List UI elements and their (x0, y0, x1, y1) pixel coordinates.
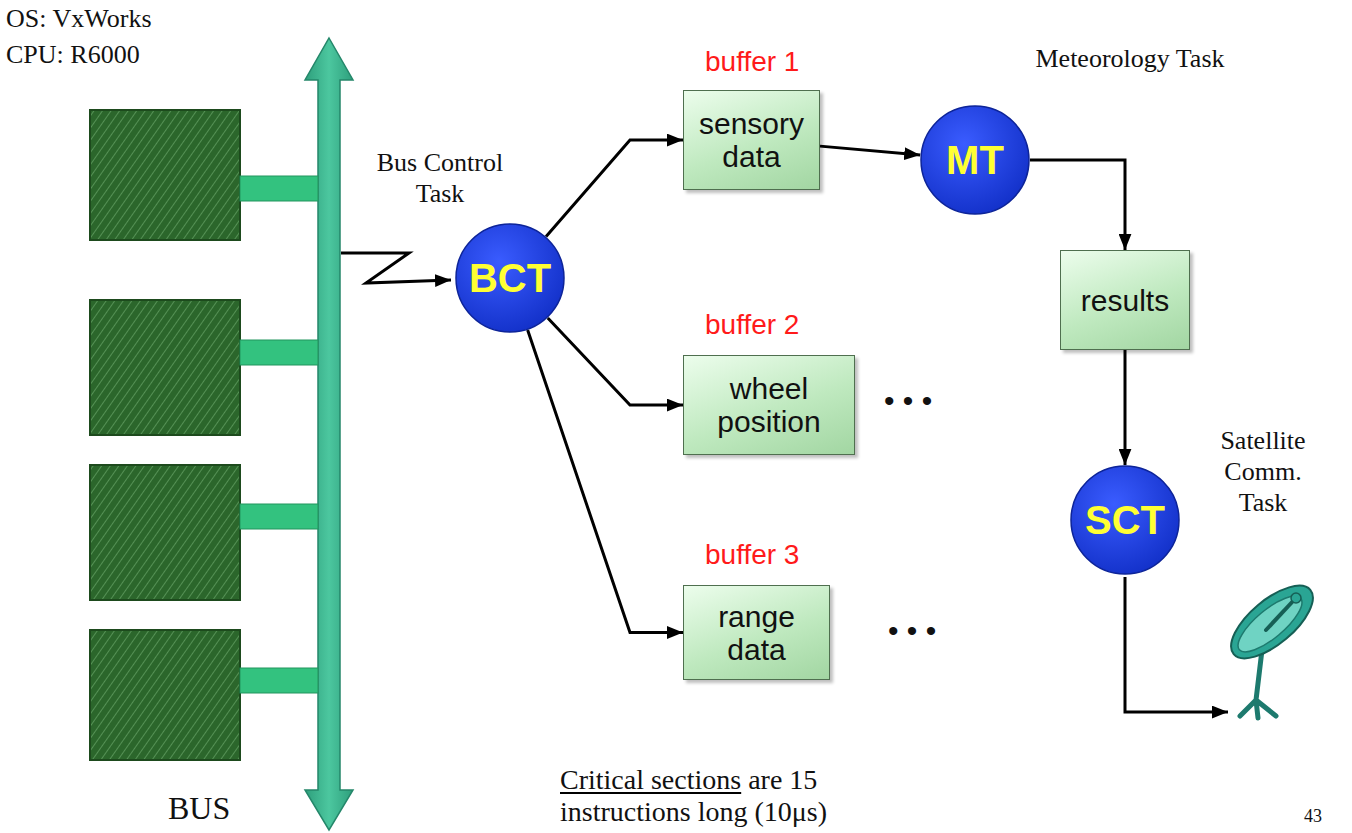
data-flow-arrow (820, 146, 920, 155)
data-flow-arrow (548, 318, 683, 405)
bus-arrow (305, 38, 353, 830)
result-box: results (1060, 250, 1190, 350)
task-circle: SCTSatellite Comm. Task (1070, 465, 1180, 575)
cpu-label: CPU: R6000 (6, 40, 140, 70)
task-name: BCT (469, 256, 551, 300)
ellipsis: • • • (888, 614, 936, 649)
buffer-content: sensory data (691, 107, 812, 173)
data-flow-arrow (1030, 160, 1125, 250)
buffer-label: buffer 2 (705, 309, 799, 341)
box-shape: wheel position (683, 355, 855, 455)
box-shape: range data (683, 585, 830, 680)
task-circle: BCTBus Control Task (455, 223, 565, 333)
task-name: SCT (1085, 498, 1165, 542)
buffer-content: results (1081, 284, 1169, 317)
bus-label: BUS (168, 790, 230, 827)
buffer-content: range data (691, 600, 822, 666)
circuit-boards (90, 110, 240, 760)
box-shape: results (1060, 250, 1190, 350)
board-connectors (240, 176, 318, 693)
interrupt-signal (341, 253, 451, 283)
buffer-label: buffer 3 (705, 539, 799, 571)
circle-shape: MT (920, 105, 1030, 215)
uplink-line (1125, 577, 1228, 712)
buffer-box: sensory databuffer 1 (683, 90, 820, 190)
buffer-content: wheel position (691, 372, 847, 438)
box-shape: sensory data (683, 90, 820, 190)
data-flow-arrow (528, 330, 683, 632)
page-number: 43 (1304, 806, 1322, 827)
os-label: OS: VxWorks (6, 4, 152, 34)
satellite-dish (1220, 573, 1325, 718)
task-name: MT (946, 138, 1004, 182)
task-label: Bus Control Task (365, 147, 515, 209)
note: Critical sections are 15 instructions lo… (560, 764, 890, 828)
buffer-box: range databuffer 3 (683, 585, 830, 680)
task-label: Meteorology Task (1000, 43, 1260, 74)
task-label: Satellite Comm. Task (1197, 425, 1329, 519)
circle-shape: SCT (1070, 465, 1180, 575)
circle-shape: BCT (455, 223, 565, 333)
ellipsis: • • • (884, 384, 932, 419)
data-flow-arrow (546, 140, 683, 236)
buffer-label: buffer 1 (705, 46, 799, 78)
data-flow-arrow (1124, 350, 1127, 465)
buffer-box: wheel positionbuffer 2 (683, 355, 855, 455)
task-circle: MTMeteorology Task (920, 105, 1030, 215)
